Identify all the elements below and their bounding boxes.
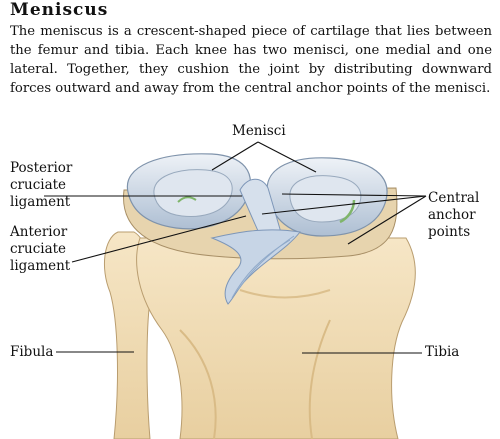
menisci-label: Menisci	[232, 123, 286, 139]
fibula-label: Fibula	[10, 344, 54, 360]
menisci	[126, 153, 388, 237]
central-anchor-points-label: Central anchor points	[428, 190, 480, 240]
posterior-cruciate-ligament-label: Posterior cruciate ligament	[10, 160, 73, 210]
cruciate-ligaments	[210, 178, 301, 305]
description-text: The meniscus is a crescent-shaped piece …	[10, 24, 492, 96]
tibia-bone	[136, 237, 416, 439]
anterior-cruciate-ligament-label: Anterior cruciate ligament	[10, 224, 71, 274]
leader-lines	[44, 141, 427, 354]
tibia-label: Tibia	[425, 344, 460, 360]
page-title: Meniscus	[10, 0, 109, 20]
